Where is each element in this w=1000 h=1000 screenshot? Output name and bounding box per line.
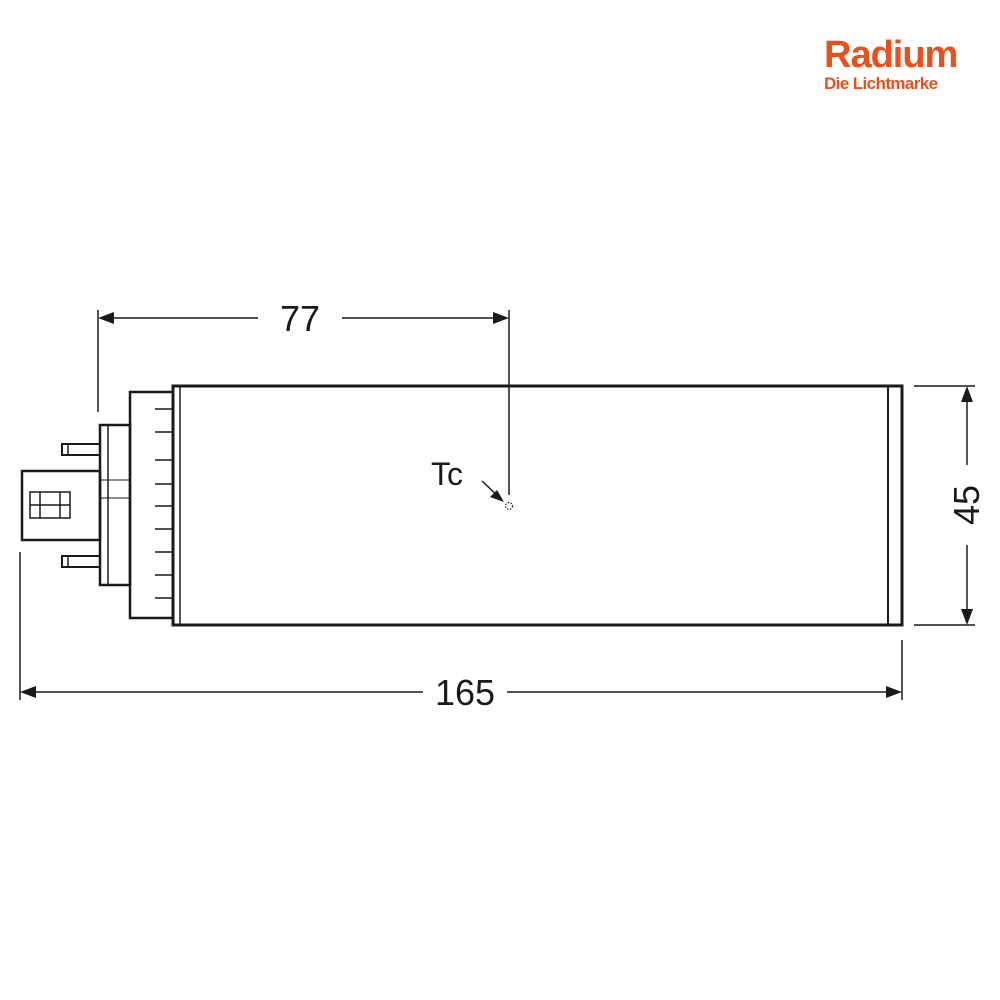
dimension-height: 45 (914, 385, 987, 626)
brand-name: Radium (824, 34, 957, 76)
brand-tagline: Die Lichtmarke (824, 74, 938, 93)
lamp-body (171, 384, 904, 627)
lamp-pins (61, 443, 101, 568)
dimension-overall-length-value: 165 (435, 672, 495, 713)
lamp-socket-plate (98, 423, 132, 587)
tc-measurement-point: Tc (431, 456, 514, 511)
dimension-overall-length: 165 (19, 552, 903, 713)
dimension-tc-offset: 77 (97, 298, 510, 495)
lamp-connector-block (20, 469, 102, 542)
dimension-tc-offset-value: 77 (280, 298, 320, 339)
tc-label: Tc (431, 456, 463, 492)
lamp-base-collar (128, 390, 175, 620)
dimension-height-value: 45 (946, 485, 987, 525)
radium-logo: Radium Die Lichtmarke (824, 34, 958, 93)
